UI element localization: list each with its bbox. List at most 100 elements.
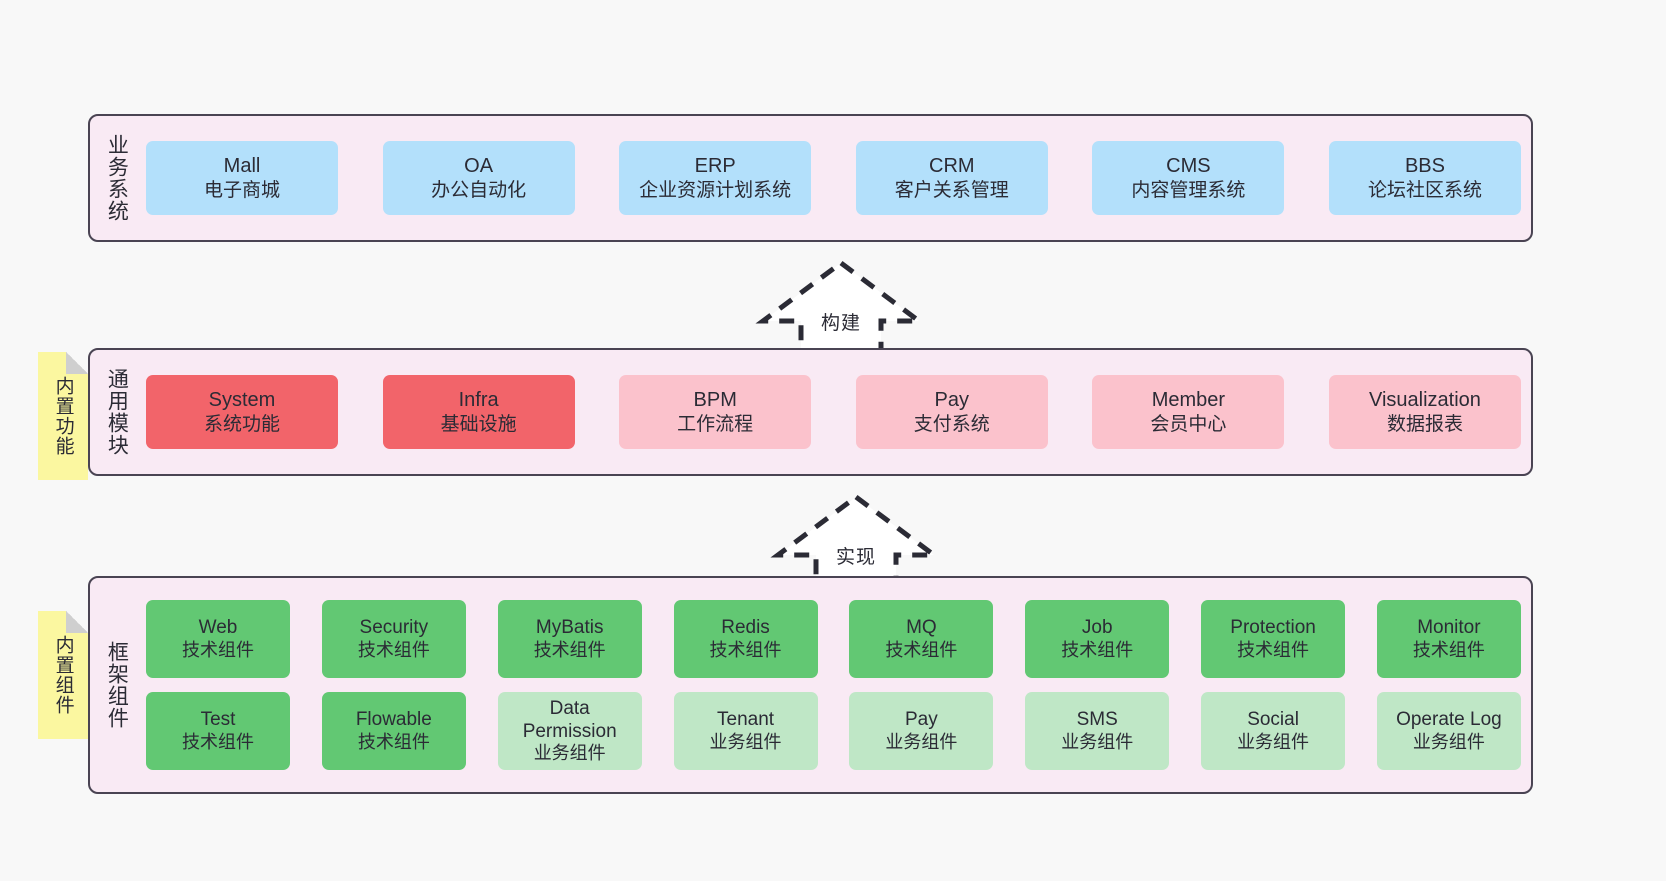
card-redis-cn: 技术组件 — [709, 639, 782, 660]
card-pay-component-en: Pay — [905, 709, 938, 731]
card-data-permission-en: Data Permission — [522, 697, 617, 743]
layer-business-body: Mall 电子商城 OA 办公自动化 ERP 企业资源计划系统 CRM 客户关系… — [142, 116, 1531, 240]
card-sms[interactable]: SMS 业务组件 — [1025, 692, 1170, 770]
layer-framework-components: 框架组件 Web 技术组件 Security 技术组件 MyBatis 技术组件… — [88, 576, 1533, 794]
card-system[interactable]: System 系统功能 — [146, 375, 338, 449]
card-system-cn: 系统功能 — [203, 413, 280, 435]
card-flowable-cn: 技术组件 — [357, 731, 430, 752]
layer-business-title: 业务系统 — [105, 134, 129, 222]
layer-common-body: System 系统功能 Infra 基础设施 BPM 工作流程 Pay 支付系统… — [142, 350, 1531, 474]
arrow-implement: 实现 — [766, 491, 946, 591]
card-pay-component[interactable]: Pay 业务组件 — [849, 692, 994, 770]
card-member-en: Member — [1151, 389, 1226, 412]
card-web-en: Web — [198, 617, 238, 639]
layer-framework-body: Web 技术组件 Security 技术组件 MyBatis 技术组件 Redi… — [142, 578, 1531, 792]
card-crm-cn: 客户关系管理 — [894, 179, 1009, 201]
card-security-cn: 技术组件 — [357, 639, 430, 660]
card-social-cn: 业务组件 — [1237, 731, 1310, 752]
card-infra-cn: 基础设施 — [440, 413, 517, 435]
card-mq-cn: 技术组件 — [885, 639, 958, 660]
card-redis-en: Redis — [721, 617, 770, 639]
card-bpm[interactable]: BPM 工作流程 — [619, 375, 812, 449]
card-monitor-cn: 技术组件 — [1412, 639, 1485, 660]
card-pay-component-cn: 业务组件 — [885, 731, 958, 752]
note-builtin-components: 内置组件 — [38, 611, 88, 739]
card-member[interactable]: Member 会员中心 — [1092, 375, 1285, 449]
card-cms[interactable]: CMS 内容管理系统 — [1092, 141, 1285, 215]
card-erp-en: ERP — [694, 155, 736, 178]
note-builtin-components-label: 内置组件 — [52, 635, 74, 715]
card-bbs[interactable]: BBS 论坛社区系统 — [1328, 141, 1521, 215]
card-visualization-cn: 数据报表 — [1386, 413, 1463, 435]
layer-business-systems: 业务系统 Mall 电子商城 OA 办公自动化 ERP 企业资源计划系统 CRM… — [88, 114, 1533, 242]
card-flowable[interactable]: Flowable 技术组件 — [321, 692, 466, 770]
card-mall-cn: 电子商城 — [203, 179, 280, 201]
arrow-build-label: 构建 — [820, 313, 861, 334]
card-mybatis-cn: 技术组件 — [533, 639, 606, 660]
card-bpm-cn: 工作流程 — [677, 413, 754, 435]
card-data-permission[interactable]: Data Permission 业务组件 — [497, 692, 642, 770]
card-erp[interactable]: ERP 企业资源计划系统 — [619, 141, 812, 215]
card-member-cn: 会员中心 — [1150, 413, 1227, 435]
card-visualization-en: Visualization — [1369, 389, 1481, 412]
common-card-row: System 系统功能 Infra 基础设施 BPM 工作流程 Pay 支付系统… — [146, 375, 1521, 449]
card-visualization[interactable]: Visualization 数据报表 — [1328, 375, 1521, 449]
card-job-cn: 技术组件 — [1061, 639, 1134, 660]
card-mybatis-en: MyBatis — [535, 617, 604, 639]
card-sms-cn: 业务组件 — [1061, 731, 1134, 752]
card-cms-cn: 内容管理系统 — [1131, 179, 1246, 201]
card-operate-log[interactable]: Operate Log 业务组件 — [1376, 692, 1521, 770]
card-protection-en: Protection — [1230, 617, 1316, 639]
card-social[interactable]: Social 业务组件 — [1201, 692, 1346, 770]
arrow-build-icon — [755, 259, 927, 356]
business-card-row: Mall 电子商城 OA 办公自动化 ERP 企业资源计划系统 CRM 客户关系… — [146, 141, 1521, 215]
card-redis[interactable]: Redis 技术组件 — [673, 600, 818, 678]
card-oa-cn: 办公自动化 — [431, 179, 527, 201]
card-oa-en: OA — [464, 155, 494, 178]
card-mybatis[interactable]: MyBatis 技术组件 — [497, 600, 642, 678]
card-web[interactable]: Web 技术组件 — [146, 600, 290, 678]
card-test-cn: 技术组件 — [182, 731, 254, 752]
card-tenant-cn: 业务组件 — [709, 731, 782, 752]
note-builtin-functions-label: 内置功能 — [52, 376, 74, 456]
card-crm[interactable]: CRM 客户关系管理 — [855, 141, 1048, 215]
layer-common-title: 通用模块 — [105, 368, 129, 456]
card-job-en: Job — [1081, 617, 1113, 639]
card-infra[interactable]: Infra 基础设施 — [382, 375, 575, 449]
card-job[interactable]: Job 技术组件 — [1025, 600, 1170, 678]
arrow-implement-icon — [770, 493, 942, 590]
card-mall-en: Mall — [223, 155, 261, 178]
card-cms-en: CMS — [1166, 155, 1211, 178]
card-tenant[interactable]: Tenant 业务组件 — [673, 692, 818, 770]
card-crm-en: CRM — [929, 155, 975, 178]
card-infra-en: Infra — [458, 389, 499, 412]
card-flowable-en: Flowable — [355, 709, 432, 731]
card-tenant-en: Tenant — [717, 709, 775, 731]
card-security[interactable]: Security 技术组件 — [321, 600, 466, 678]
card-pay-module-cn: 支付系统 — [913, 413, 990, 435]
card-security-en: Security — [359, 617, 429, 639]
arrow-build: 构建 — [751, 257, 931, 357]
card-social-en: Social — [1247, 709, 1299, 731]
card-bbs-cn: 论坛社区系统 — [1367, 179, 1482, 201]
card-web-cn: 技术组件 — [182, 639, 254, 660]
layer-common-modules: 通用模块 System 系统功能 Infra 基础设施 BPM 工作流程 Pay… — [88, 348, 1533, 476]
card-protection[interactable]: Protection 技术组件 — [1201, 600, 1346, 678]
framework-card-row-1: Web 技术组件 Security 技术组件 MyBatis 技术组件 Redi… — [146, 600, 1521, 678]
card-monitor-en: Monitor — [1417, 617, 1481, 639]
card-mall[interactable]: Mall 电子商城 — [146, 141, 338, 215]
card-pay-module[interactable]: Pay 支付系统 — [855, 375, 1048, 449]
card-operate-log-en: Operate Log — [1396, 709, 1502, 731]
card-erp-cn: 企业资源计划系统 — [639, 179, 792, 201]
card-operate-log-cn: 业务组件 — [1412, 731, 1485, 752]
layer-framework-title: 框架组件 — [105, 641, 129, 729]
card-bpm-en: BPM — [693, 389, 737, 412]
card-monitor[interactable]: Monitor 技术组件 — [1376, 600, 1521, 678]
card-mq-en: MQ — [906, 617, 937, 639]
card-mq[interactable]: MQ 技术组件 — [849, 600, 994, 678]
card-test-en: Test — [200, 709, 236, 731]
card-oa[interactable]: OA 办公自动化 — [382, 141, 575, 215]
card-bbs-en: BBS — [1404, 155, 1445, 178]
card-test[interactable]: Test 技术组件 — [146, 692, 290, 770]
